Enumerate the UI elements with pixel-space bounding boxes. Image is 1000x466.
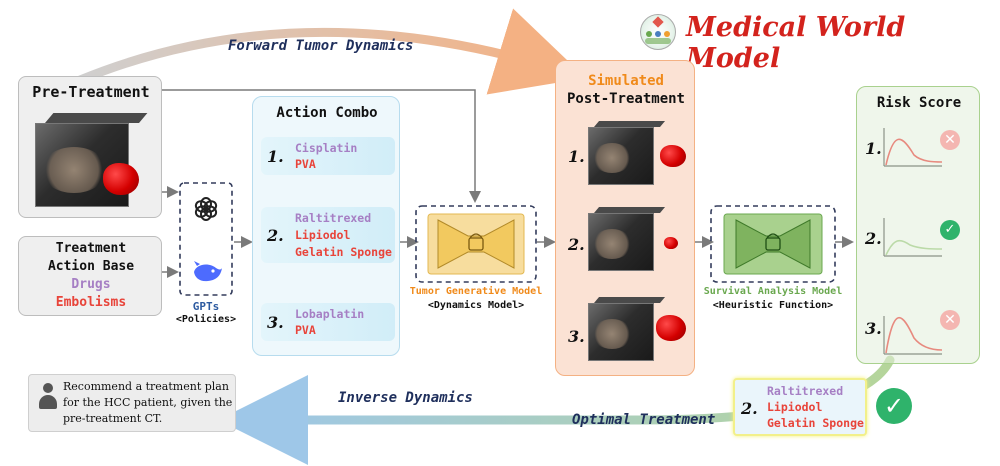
action-combo-item-num: 1. bbox=[267, 147, 284, 166]
action-combo-drug: Raltitrexed bbox=[295, 211, 372, 225]
action-combo-embolism: Gelatin Sponge bbox=[295, 245, 392, 259]
risk-score-title: Risk Score bbox=[876, 95, 962, 111]
optimal-embolism-2: Gelatin Sponge bbox=[767, 416, 864, 430]
risk-item-num: 2. bbox=[865, 229, 882, 248]
prompt-line-1: Recommend a treatment plan bbox=[63, 380, 229, 393]
action-combo-embolism: PVA bbox=[295, 157, 316, 171]
tumor-model-label: Tumor Generative Model bbox=[409, 286, 543, 297]
openai-icon bbox=[193, 196, 219, 222]
simulated-item-num: 2. bbox=[568, 235, 585, 254]
prompt-line-3: pre-treatment CT. bbox=[63, 412, 163, 425]
optimal-check-icon: ✓ bbox=[876, 388, 912, 424]
action-combo-title: Action Combo bbox=[276, 105, 378, 121]
accept-icon: ✓ bbox=[940, 220, 960, 240]
simulated-panel: Simulated Post-Treatment 1. 2. 3. bbox=[555, 60, 695, 376]
pretreatment-bypass-arrow bbox=[162, 89, 481, 203]
optimal-embolism-1: Lipiodol bbox=[767, 400, 823, 414]
risk-score-panel: Risk Score 1. 2. 3. bbox=[856, 86, 980, 364]
optimal-drug: Raltitrexed bbox=[767, 384, 844, 398]
action-base-title-2: Action Base bbox=[47, 259, 135, 274]
action-combo-embolism: PVA bbox=[295, 323, 316, 337]
survival-model-label: Survival Analysis Model bbox=[703, 286, 843, 297]
deepseek-whale-icon bbox=[191, 260, 223, 284]
simulated-title-1: Simulated bbox=[588, 73, 664, 89]
action-combo-item-num: 3. bbox=[267, 313, 284, 332]
simulated-item-num: 1. bbox=[568, 147, 585, 166]
survival-model-box bbox=[710, 205, 836, 283]
page-title: Medical World Model bbox=[686, 12, 906, 74]
user-icon bbox=[39, 383, 57, 411]
action-combo-item[interactable]: 2. Raltitrexed Lipiodol Gelatin Sponge bbox=[261, 207, 395, 263]
inverse-dynamics-label: Inverse Dynamics bbox=[338, 390, 473, 406]
survival-model-sublabel: <Heuristic Function> bbox=[712, 300, 834, 311]
action-combo-embolism: Lipiodol bbox=[295, 228, 351, 242]
reject-icon: ✕ bbox=[940, 310, 960, 330]
simulated-title-2: Post-Treatment bbox=[566, 91, 685, 107]
optimal-treatment-label: Optimal Treatment bbox=[572, 412, 716, 428]
action-base-drugs: Drugs bbox=[71, 277, 111, 292]
action-base-panel: Treatment Action Base Drugs Embolisms bbox=[18, 236, 162, 316]
forward-dynamics-label: Forward Tumor Dynamics bbox=[228, 38, 414, 54]
prompt-line-2: for the HCC patient, given the bbox=[63, 396, 233, 409]
pretreatment-title: Pre-Treatment bbox=[32, 83, 150, 101]
action-combo-item-num: 2. bbox=[267, 226, 284, 245]
gpts-box bbox=[179, 182, 233, 296]
tumor-model-sublabel: <Dynamics Model> bbox=[427, 300, 525, 311]
action-combo-drug: Lobaplatin bbox=[295, 307, 365, 321]
optimal-num: 2. bbox=[741, 399, 758, 418]
reject-icon: ✕ bbox=[940, 130, 960, 150]
simulated-ct-image-3 bbox=[588, 297, 688, 363]
pretreatment-ct-image bbox=[35, 113, 148, 209]
prompt-panel: Recommend a treatment plan for the HCC p… bbox=[28, 374, 236, 432]
action-combo-panel: Action Combo 1. Cisplatin PVA 2. Raltitr… bbox=[252, 96, 400, 356]
forward-dynamics-arc bbox=[75, 8, 586, 95]
action-combo-drug: Cisplatin bbox=[295, 141, 358, 155]
action-combo-item[interactable]: 1. Cisplatin PVA bbox=[261, 137, 395, 175]
optimal-treatment-card[interactable]: 2. Raltitrexed Lipiodol Gelatin Sponge bbox=[733, 378, 867, 436]
risk-item-num: 3. bbox=[865, 319, 882, 338]
simulated-ct-image-2 bbox=[588, 207, 688, 273]
risk-item-num: 1. bbox=[865, 139, 882, 158]
action-base-title-1: Treatment bbox=[55, 241, 127, 256]
gpts-sublabel: <Policies> bbox=[175, 314, 237, 325]
simulated-ct-image-1 bbox=[588, 121, 688, 187]
simulated-item-num: 3. bbox=[568, 327, 585, 346]
action-base-embolisms: Embolisms bbox=[55, 295, 127, 310]
pretreatment-panel: Pre-Treatment bbox=[18, 76, 162, 218]
action-combo-item[interactable]: 3. Lobaplatin PVA bbox=[261, 303, 395, 341]
tumor-model-box bbox=[415, 205, 537, 283]
header-logo-icon bbox=[640, 14, 676, 50]
gpts-label: GPTs bbox=[192, 300, 220, 313]
